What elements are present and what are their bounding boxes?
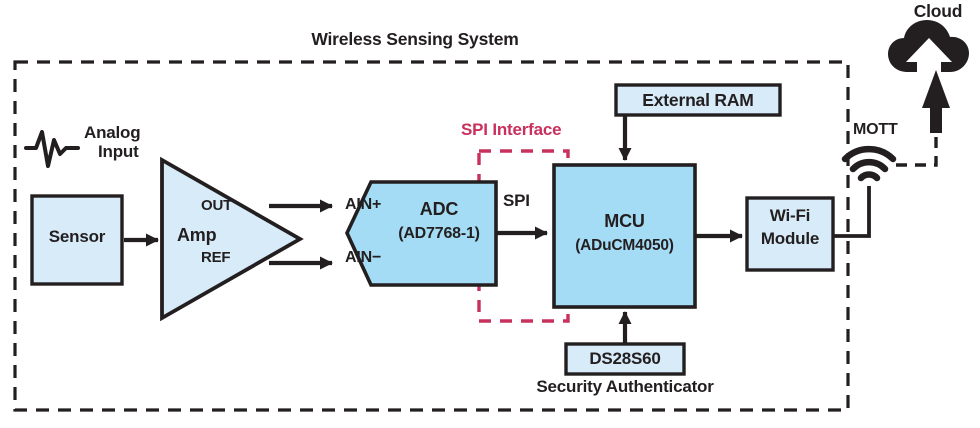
external-ram-block-label[interactable]: External RAM: [642, 90, 754, 110]
amp-ref-pin-label: REF: [201, 249, 231, 266]
wifi-module-label-line1[interactable]: Wi-Fi: [769, 206, 811, 225]
wifi-signal-icon: [841, 145, 897, 182]
adc-block-label[interactable]: ADC: [419, 199, 459, 219]
analog-input-label-line1: Analog: [84, 123, 141, 142]
amp-block-shape: [160, 156, 304, 322]
wifi-module-label-line2[interactable]: Module: [760, 229, 820, 248]
adc-ain-negative-label: AIN−: [345, 249, 382, 266]
mcu-block-sublabel: (ADuCM4050): [575, 237, 674, 254]
page-title: Wireless Sensing System: [311, 29, 519, 49]
security-authenticator-label: Security Authenticator: [536, 377, 714, 396]
adc-block-shape: [345, 180, 498, 287]
external-ram-block-shape: [614, 83, 782, 117]
amp-block-label[interactable]: Amp: [177, 225, 217, 245]
wifi-module-block-shape: [745, 196, 835, 272]
spi-bus-label: SPI: [503, 191, 530, 210]
ds28s60-block-shape: [564, 342, 686, 376]
spi-interface-label: SPI Interface: [461, 120, 562, 139]
analog-waveform-icon: [24, 130, 80, 168]
cloud-upload-icon: [888, 20, 969, 72]
sensor-block-label[interactable]: Sensor: [48, 227, 106, 246]
ds28s60-block-label[interactable]: DS28S60: [589, 349, 661, 368]
cloud-uplink-arrow: [922, 70, 950, 133]
wifi-antenna-connector: [833, 186, 871, 238]
mcu-block-shape: [552, 163, 697, 309]
mcu-block-label[interactable]: MCU: [604, 211, 645, 231]
mqtt-protocol-label: MOTT: [853, 121, 898, 138]
cloud-label: Cloud: [913, 1, 963, 21]
amp-out-pin-label: OUT: [201, 197, 233, 214]
adc-block-sublabel: (AD7768-1): [398, 225, 480, 242]
system-boundary-dashed: [13, 60, 850, 412]
mqtt-dashed-link: [896, 133, 938, 167]
analog-input-label-line2: Input: [98, 142, 139, 161]
sensor-block-shape: [30, 194, 124, 286]
adc-ain-positive-label: AIN+: [345, 196, 382, 213]
